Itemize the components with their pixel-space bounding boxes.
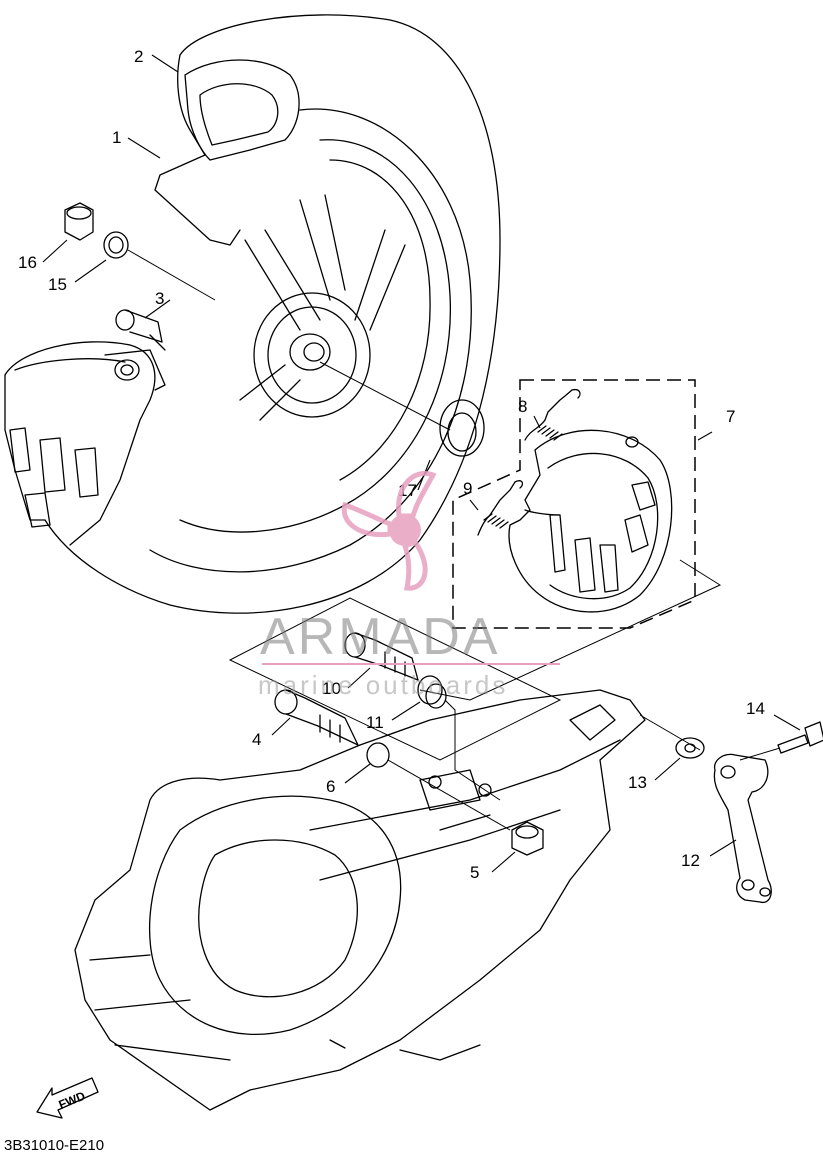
leader-lines (42, 54, 801, 873)
callout-16: 16 (18, 253, 37, 272)
propeller-blade-right (401, 538, 428, 591)
callout-13: 13 (628, 773, 647, 792)
callout-3: 3 (155, 289, 164, 308)
callout-12: 12 (681, 851, 700, 870)
spring-9 (477, 480, 524, 536)
callout-8: 8 (518, 397, 527, 416)
callout-4: 4 (252, 730, 261, 749)
armada-watermark: ARMADA marine outboards (258, 471, 560, 700)
callout-labels: 1 2 3 4 5 6 7 8 9 10 11 12 13 14 15 16 1… (18, 47, 765, 882)
o-ring-11 (417, 675, 447, 709)
shaft-4 (274, 689, 359, 746)
o-ring-6 (366, 742, 390, 768)
brake-shoe-7 (508, 429, 673, 613)
fwd-arrow-icon: FWD (36, 1077, 99, 1119)
callout-2: 2 (134, 47, 143, 66)
callout-15: 15 (48, 275, 67, 294)
watermark-tagline: marine outboards (258, 670, 508, 700)
callout-10: 10 (322, 679, 341, 698)
brake-arm-12 (713, 753, 772, 904)
bolt-3 (115, 309, 166, 351)
axle-nut-16 (64, 202, 94, 241)
callout-6: 6 (326, 777, 335, 796)
propeller-hub (389, 514, 421, 546)
callout-1: 1 (112, 128, 121, 147)
bolt-14 (777, 721, 823, 754)
propeller-blade-left (341, 501, 393, 538)
callout-14: 14 (746, 699, 765, 718)
brake-shoe-kit-box (419, 379, 722, 701)
diagram-code: 3B31010-E210 (4, 1137, 104, 1154)
watermark-brand: ARMADA (260, 608, 500, 666)
fwd-label: FWD (57, 1089, 88, 1112)
washer-15 (103, 231, 129, 259)
callout-5: 5 (470, 863, 479, 882)
washer-13 (675, 737, 705, 759)
crankcase (74, 689, 701, 1111)
spring-8 (524, 388, 581, 441)
propeller-blade-top (396, 471, 437, 519)
oil-seal-17 (439, 399, 485, 457)
callout-11: 11 (366, 713, 384, 732)
callout-7: 7 (726, 407, 735, 426)
callout-9: 9 (463, 479, 472, 498)
nut-5 (511, 821, 544, 856)
rear-wheel (4, 14, 501, 614)
brake-plate-outline (228, 597, 562, 761)
propeller-logo-icon (341, 471, 437, 591)
